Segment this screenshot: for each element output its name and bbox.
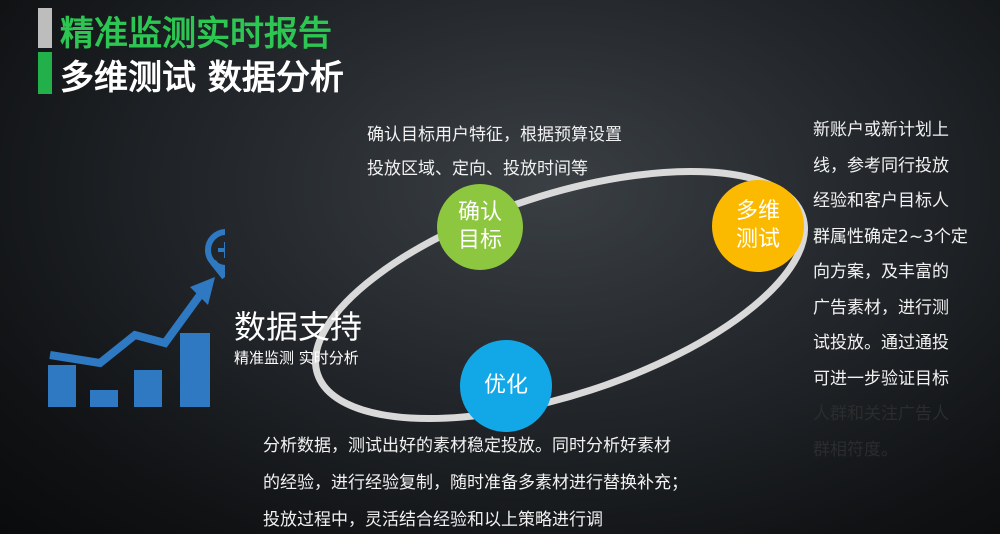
step-multi-test: 多维测试 <box>712 180 804 272</box>
text-line: 人群和关注广告人 <box>813 404 949 424</box>
step-label: 确认 <box>457 200 502 225</box>
step-label: 优化 <box>483 373 528 398</box>
text-line: 群相符度。 <box>813 439 898 460</box>
text-line: 投放过程中，灵活结合经验和以上策略进行调 <box>263 510 603 530</box>
text-line: 确认目标用户特征，根据预算设置 <box>367 125 622 145</box>
step-label: 测试 <box>735 227 780 252</box>
confirm-description: 确认目标用户特征，根据预算设置 投放区域、定向、投放时间等 <box>367 118 622 186</box>
slide-title: 精准监测实时报告 <box>60 14 332 54</box>
title-accent-green <box>38 52 52 94</box>
step-label: 多维 <box>735 199 780 224</box>
step-optimize: 优化 <box>460 340 552 432</box>
text-line: 经验和客户目标人 <box>813 191 949 211</box>
text-line: 线，参考同行投放 <box>813 155 949 176</box>
text-line: 广告素材，进行测 <box>813 297 949 318</box>
slide-subtitle: 多维测试 数据分析 <box>60 58 344 98</box>
text-line: 分析数据，测试出好的素材稳定投放。同时分析好素材 <box>263 436 671 456</box>
step-confirm-target: 确认目标 <box>437 184 523 270</box>
title-accent-gray <box>38 8 52 48</box>
step-label: 目标 <box>457 228 502 253</box>
text-line: 新账户或新计划上 <box>813 120 949 140</box>
text-line: 群属性确定2~3个定 <box>813 226 968 247</box>
optimize-description: 分析数据，测试出好的素材稳定投放。同时分析好素材 的经验，进行经验复制，随时准备… <box>263 428 688 534</box>
text-line: 的经验，进行经验复制，随时准备多素材进行替换补充； <box>263 473 688 493</box>
text-line: 向方案，及丰富的 <box>813 262 949 282</box>
magnifier-chart-icon <box>48 229 225 407</box>
support-title: 数据支持 <box>234 308 363 346</box>
multi-test-description: 新账户或新计划上 线，参考同行投放 经验和客户目标人 群属性确定2~3个定 向方… <box>813 113 968 468</box>
support-subtitle: 精准监测 实时分析 <box>234 349 359 367</box>
text-line: 投放区域、定向、投放时间等 <box>367 159 588 179</box>
text-line: 可进一步验证目标 <box>813 368 949 389</box>
text-line: 试投放。通过通投 <box>813 333 949 353</box>
